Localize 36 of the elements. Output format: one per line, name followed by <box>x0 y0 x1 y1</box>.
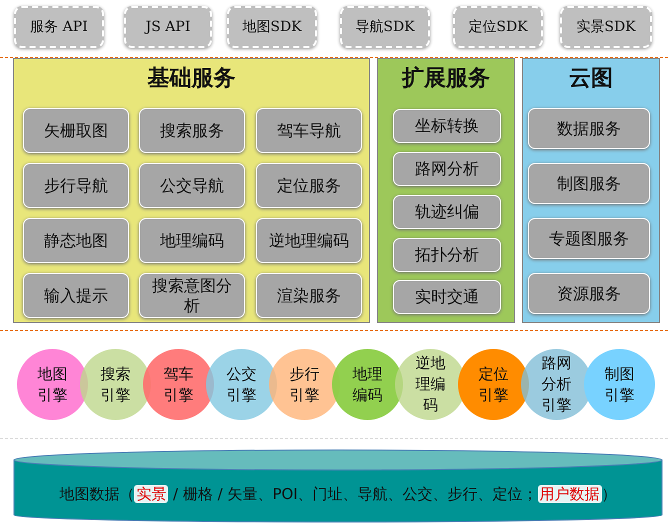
api-box: 导航SDK <box>340 6 430 48</box>
api-box: JS API <box>124 6 212 48</box>
service-box: 渲染服务 <box>256 273 362 318</box>
service-box: 公交导航 <box>139 163 245 208</box>
service-box: 步行导航 <box>23 163 129 208</box>
panel-heading: 基础服务 <box>148 65 236 93</box>
api-box: 地图SDK <box>227 6 317 48</box>
database-cylinder <box>13 449 663 523</box>
service-box: 制图服务 <box>528 163 650 204</box>
service-panel <box>522 58 660 323</box>
api-box: 服务 API <box>14 6 104 48</box>
engine-circle: 制图引擎 <box>584 349 655 420</box>
service-box: 矢栅取图 <box>23 108 129 153</box>
service-box: 输入提示 <box>23 273 129 318</box>
service-box: 数据服务 <box>528 108 650 149</box>
service-box: 坐标转换 <box>393 109 501 143</box>
data-label: 地图数据（实景 / 栅格 / 矢量、POI、门址、导航、公交、步行、定位；用户数据） <box>59 484 617 504</box>
service-panel <box>377 58 515 323</box>
service-box: 实时交通 <box>393 280 501 314</box>
api-box: 实景SDK <box>560 6 652 48</box>
service-box: 资源服务 <box>528 273 650 314</box>
service-box: 轨迹纠偏 <box>393 195 501 229</box>
panel-heading: 云图 <box>569 65 613 93</box>
service-box: 静态地图 <box>23 218 129 263</box>
service-box: 路网分析 <box>393 152 501 186</box>
service-panel <box>13 58 370 323</box>
panel-heading: 扩展服务 <box>402 65 490 93</box>
service-box: 驾车导航 <box>256 108 362 153</box>
service-box: 定位服务 <box>256 163 362 208</box>
service-box: 搜索意图分析 <box>139 273 245 318</box>
service-box: 拓扑分析 <box>393 238 501 272</box>
service-box: 逆地理编码 <box>256 218 362 263</box>
service-box: 地理编码 <box>139 218 245 263</box>
service-box: 搜索服务 <box>139 108 245 153</box>
api-box: 定位SDK <box>453 6 543 48</box>
service-box: 专题图服务 <box>528 218 650 259</box>
